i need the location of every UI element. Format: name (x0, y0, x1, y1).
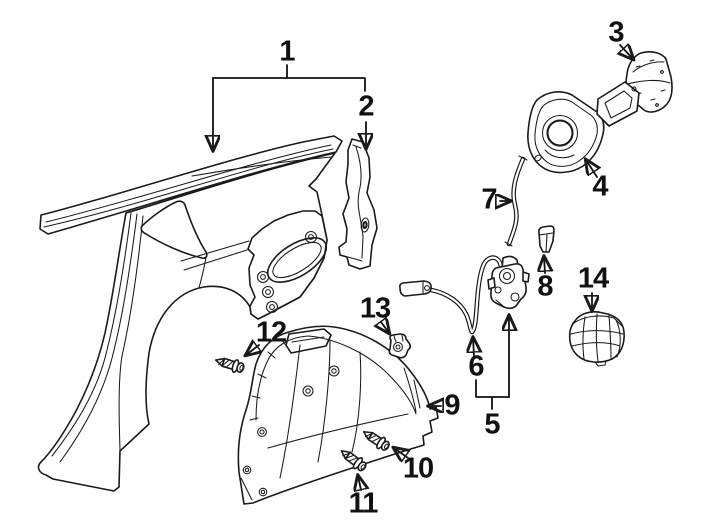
cable-handle (399, 280, 432, 297)
callout-3[interactable]: 3 (608, 16, 624, 49)
callout-1[interactable]: 1 (279, 35, 295, 68)
callout-8-leader (544, 257, 545, 274)
filler-pocket-hinge-plate (596, 81, 640, 127)
part-drain-hose (504, 155, 528, 247)
callout-9[interactable]: 9 (444, 389, 460, 422)
callout-13[interactable]: 13 (359, 292, 391, 325)
callout-10-leader (394, 448, 408, 458)
part-cable-clip (388, 333, 412, 359)
callout-5-leader (475, 379, 510, 410)
callout-11[interactable]: 11 (348, 487, 379, 520)
part-vent-grille (568, 311, 625, 367)
part-lock-actuator (487, 255, 530, 310)
callout-leaders (213, 45, 633, 490)
fuel-filler-opening (266, 237, 328, 283)
callout-8[interactable]: 8 (537, 270, 553, 303)
part-screw-12 (213, 353, 247, 376)
filler-neck-hole (546, 119, 574, 147)
callout-6[interactable]: 6 (468, 350, 484, 383)
part-quarter-panel (37, 135, 343, 492)
quarter-window-opening (140, 200, 208, 259)
callout-11-leader (358, 476, 361, 490)
callout-13-leader (381, 322, 389, 333)
callout-5[interactable]: 5 (484, 408, 500, 441)
callout-4[interactable]: 4 (592, 170, 608, 203)
callout-2[interactable]: 2 (358, 90, 374, 123)
part-release-cable (399, 255, 504, 335)
part-clip-retainer (538, 225, 555, 253)
callout-12[interactable]: 12 (255, 316, 287, 349)
callout-1-leader (212, 64, 366, 92)
callout-7[interactable]: 7 (481, 183, 497, 216)
callout-14[interactable]: 14 (577, 262, 609, 295)
part-fuel-filler-pocket (527, 81, 640, 174)
part-quarter-panel-reinforcement (338, 138, 378, 270)
callout-6-leader (473, 338, 474, 357)
callout-12-leader (246, 345, 259, 355)
callout-4-leader (586, 160, 597, 178)
callout-10[interactable]: 10 (402, 452, 434, 485)
callout-3-leader (620, 45, 633, 59)
fuel-filler-opening-bracket (247, 210, 328, 320)
